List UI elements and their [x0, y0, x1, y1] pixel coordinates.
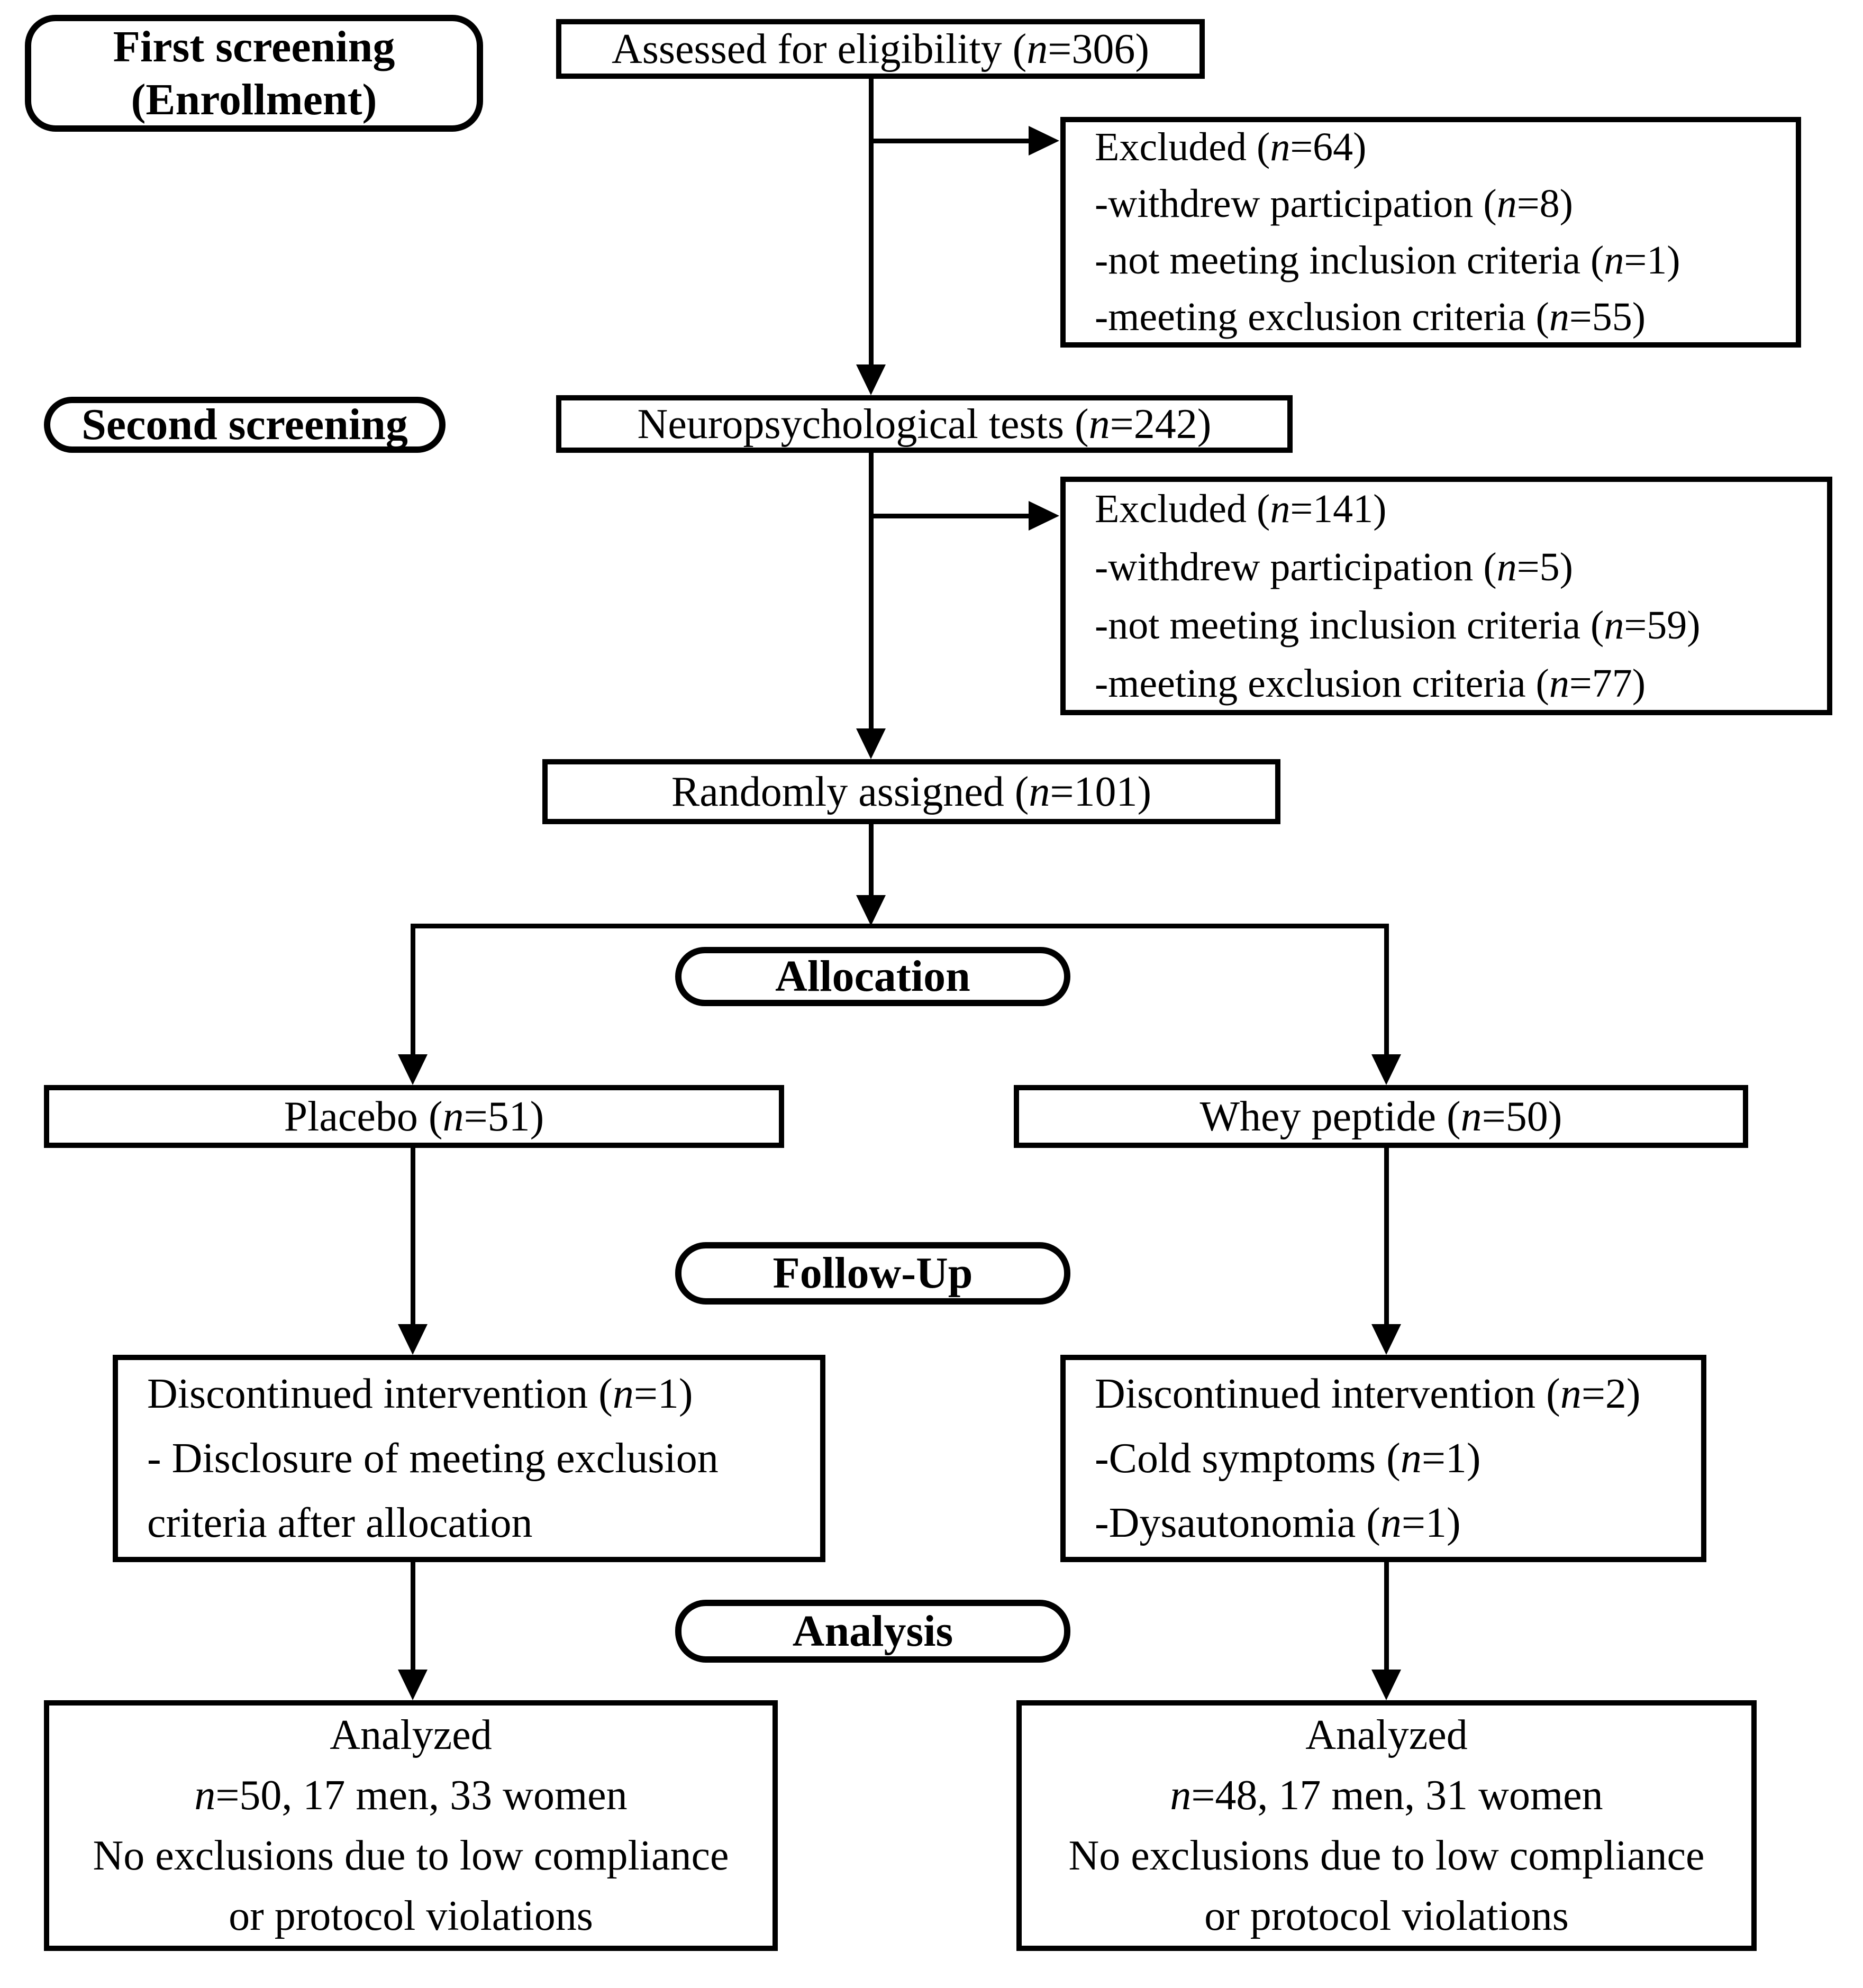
box-discontinued-placebo-line-3: criteria after allocation [147, 1500, 533, 1546]
stage-second-screening: Second screening [44, 397, 446, 453]
box-discontinued-whey-line-2: -Cold symptoms (n=1) [1095, 1435, 1481, 1482]
stage-analysis: Analysis [675, 1600, 1070, 1663]
box-placebo: Placebo (n=51) [44, 1085, 784, 1148]
arrowhead-right-excluded-second [1029, 501, 1059, 531]
arrowhead-down-randomized [856, 728, 886, 759]
stage-allocation: Allocation [675, 947, 1070, 1006]
stage-first-screening-line-1: First screening [113, 22, 395, 71]
box-discontinued-whey: Discontinued intervention (n=2) -Cold sy… [1060, 1355, 1706, 1562]
stage-follow-up: Follow-Up [675, 1242, 1070, 1305]
connector-split-to-placebo-line [411, 924, 415, 1055]
box-analyzed-whey-line-4: or protocol violations [1204, 1893, 1569, 1939]
box-analyzed-whey-line-3: No exclusions due to low compliance [1068, 1832, 1705, 1879]
stage-allocation-label: Allocation [775, 952, 970, 1001]
connector-branch-excluded-second-line [871, 514, 1030, 518]
arrowhead-down-whey [1371, 1054, 1401, 1085]
box-analyzed-placebo-line-1: Analyzed [330, 1712, 492, 1758]
arrowhead-down-neuropsych [856, 364, 886, 395]
stage-first-screening-line-2: (Enrollment) [131, 75, 377, 124]
arrowhead-down-analyzed-placebo [398, 1670, 428, 1700]
box-discontinued-placebo-line-2: - Disclosure of meeting exclusion [147, 1435, 719, 1482]
box-whey-peptide: Whey peptide (n=50) [1014, 1085, 1748, 1148]
box-excluded-second: Excluded (n=141) -withdrew participation… [1060, 477, 1832, 715]
box-excluded-first-line-4: -meeting exclusion criteria (n=55) [1095, 295, 1646, 339]
box-randomly-assigned-label: Randomly assigned (n=101) [671, 768, 1152, 815]
box-assessed-eligibility: Assessed for eligibility (n=306) [556, 19, 1205, 79]
box-analyzed-placebo-line-2: n=50, 17 men, 33 women [194, 1772, 628, 1819]
arrowhead-down-placebo [398, 1054, 428, 1085]
box-analyzed-placebo-line-4: or protocol violations [229, 1893, 593, 1939]
box-excluded-first-line-3: -not meeting inclusion criteria (n=1) [1095, 238, 1680, 282]
arrowhead-down-discontinued-whey [1371, 1324, 1401, 1355]
connector-discontinued-to-analyzed-placebo-line [411, 1562, 415, 1671]
stage-second-screening-label: Second screening [81, 400, 408, 450]
connector-discontinued-to-analyzed-whey-line [1384, 1562, 1389, 1671]
box-analyzed-whey-line-1: Analyzed [1305, 1712, 1468, 1758]
box-excluded-first: Excluded (n=64) -withdrew participation … [1060, 117, 1801, 348]
box-neuropsychological-tests-label: Neuropsychological tests (n=242) [637, 400, 1212, 448]
box-analyzed-whey-line-2: n=48, 17 men, 31 women [1170, 1772, 1603, 1819]
box-assessed-eligibility-label: Assessed for eligibility (n=306) [611, 25, 1150, 72]
box-discontinued-placebo-line-1: Discontinued intervention (n=1) [147, 1371, 693, 1417]
connector-assessed-to-neuropsych-line [869, 79, 874, 369]
box-excluded-second-line-3: -not meeting inclusion criteria (n=59) [1095, 603, 1701, 648]
box-excluded-first-line-1: Excluded (n=64) [1095, 125, 1367, 169]
connector-branch-excluded-first-line [871, 139, 1030, 143]
box-whey-peptide-label: Whey peptide (n=50) [1199, 1093, 1562, 1140]
box-analyzed-placebo-line-3: No exclusions due to low compliance [93, 1832, 729, 1879]
box-discontinued-whey-line-3: -Dysautonomia (n=1) [1095, 1500, 1461, 1546]
arrowhead-down-discontinued-placebo [398, 1324, 428, 1355]
box-excluded-second-line-4: -meeting exclusion criteria (n=77) [1095, 661, 1646, 706]
connector-randomized-to-split-line [869, 824, 874, 896]
connector-whey-to-discontinued-line [1384, 1148, 1389, 1325]
connector-placebo-to-discontinued-line [411, 1148, 415, 1325]
box-discontinued-placebo: Discontinued intervention (n=1) - Disclo… [113, 1355, 825, 1562]
box-analyzed-whey: Analyzed n=48, 17 men, 31 women No exclu… [1016, 1700, 1757, 1951]
box-placebo-label: Placebo (n=51) [284, 1093, 544, 1140]
stage-follow-up-label: Follow-Up [773, 1248, 973, 1298]
box-excluded-first-line-2: -withdrew participation (n=8) [1095, 181, 1573, 226]
box-neuropsychological-tests: Neuropsychological tests (n=242) [556, 395, 1293, 453]
arrowhead-down-split [856, 895, 886, 926]
stage-analysis-label: Analysis [792, 1606, 953, 1656]
box-excluded-second-line-2: -withdrew participation (n=5) [1095, 544, 1573, 589]
arrowhead-down-analyzed-whey [1371, 1670, 1401, 1700]
box-excluded-second-line-1: Excluded (n=141) [1095, 486, 1387, 531]
connector-neuropsych-to-randomized-line [869, 453, 874, 729]
box-randomly-assigned: Randomly assigned (n=101) [542, 759, 1280, 824]
connector-split-to-whey-line [1384, 924, 1389, 1055]
connector-allocation-split-line [411, 924, 1389, 928]
stage-first-screening: First screening (Enrollment) [25, 15, 483, 132]
box-discontinued-whey-line-1: Discontinued intervention (n=2) [1095, 1371, 1641, 1417]
arrowhead-right-excluded-first [1029, 126, 1059, 156]
box-analyzed-placebo: Analyzed n=50, 17 men, 33 women No exclu… [44, 1700, 778, 1951]
